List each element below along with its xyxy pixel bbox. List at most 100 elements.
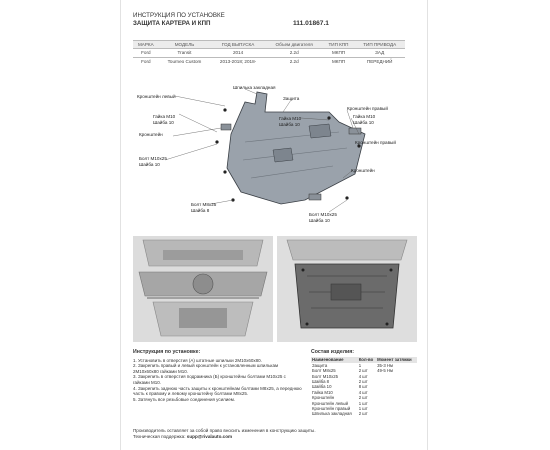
spec-table-row: Ford Tourneo Custom 2013-2018; 2018- 2.2… xyxy=(133,56,405,65)
label-washer-right: Шайба 10 xyxy=(353,119,374,125)
kit-cell: Шайба 10 xyxy=(312,384,332,390)
fastener-point xyxy=(357,144,361,148)
spec-col-year: ГОД ВЫПУСКА xyxy=(210,39,266,49)
spec-cell: ПЕРЕДНИЙ xyxy=(354,56,405,65)
label-stud: Шпилька закладная xyxy=(233,85,276,90)
kit-row: Болт М8х25 2 шт 49-5 Нм xyxy=(311,368,417,373)
kit-cell: 4 шт xyxy=(358,373,368,379)
kit-cell: Болт М8х25 xyxy=(312,368,336,374)
label-nut-left: Гайка М10 xyxy=(153,113,176,119)
footer-support: Техническая поддержка: supp@rivalauto.co… xyxy=(133,434,417,440)
kit-cell: 2 шт xyxy=(358,411,368,417)
spec-col-engine: Объем двигателя xyxy=(265,39,323,49)
spec-col-model: МОДЕЛЬ xyxy=(158,39,211,49)
spec-table-header-row: МАРКА МОДЕЛЬ ГОД ВЫПУСКА Объем двигателя… xyxy=(133,39,405,49)
kit-col-torque: Момент затяжки xyxy=(376,357,417,363)
label-bracket-rear: Кронштейн xyxy=(351,167,375,173)
label-washer-left: Шайба 10 xyxy=(153,119,174,125)
label-bolt-bottom-washer: Шайба 8 xyxy=(191,207,210,213)
bracket-left-drawing xyxy=(220,123,232,131)
kit-title: Состав изделия: xyxy=(311,349,354,355)
bracket-rear-drawing xyxy=(308,193,322,201)
label-washer-mid: Шайба 10 xyxy=(279,121,300,127)
label-bracket: Кронштейн xyxy=(139,131,163,137)
label-bolt-bottom: Болт М8х25 xyxy=(191,202,217,207)
photo-underbody-installed xyxy=(277,236,417,342)
vehicle-spec-table: МАРКА МОДЕЛЬ ГОД ВЫПУСКА Объем двигателя… xyxy=(133,39,405,65)
kit-row: Шайба 10 8 шт xyxy=(311,384,417,389)
kit-cell: 49-5 Нм xyxy=(377,368,393,374)
label-nut-right: Гайка М10 xyxy=(353,113,376,119)
label-shield: Защита xyxy=(283,96,300,101)
label-bolt-left: Болт М10х25 xyxy=(139,156,167,161)
product-code: 111.01867.1 xyxy=(293,20,329,27)
kit-col-name: Наименование xyxy=(311,357,358,363)
installation-instructions: Инструкция по установке: 1. Установить в… xyxy=(133,349,303,402)
fastener-point xyxy=(223,108,227,112)
photo-underbody-before xyxy=(133,236,273,342)
instruction-step: 3. Закрепить в отверстия подрамника (Б) … xyxy=(133,374,286,385)
kit-row: Болт М10х25 4 шт xyxy=(311,374,417,379)
kit-cell: 35-3 Нм xyxy=(377,362,393,368)
kit-row: Шпилька закладная 2 шт xyxy=(311,411,417,416)
fastener-point xyxy=(223,170,227,174)
kit-row: Кронштейн правый 1 шт xyxy=(311,406,417,411)
kit-table-header-row: Наименование Кол-во Момент затяжки xyxy=(311,357,417,363)
spec-cell: Ford xyxy=(133,56,159,65)
spec-col-gearbox: ТИП КПП xyxy=(322,39,355,49)
spec-cell: Ford xyxy=(133,48,159,58)
kit-cell: Кронштейн xyxy=(312,395,335,401)
label-bolt-right-washer: Шайба 10 xyxy=(309,217,330,223)
instruction-step: 4. Закрепить заднюю часть защиты к кронш… xyxy=(133,385,302,397)
kit-cell: Кронштейн левый xyxy=(312,400,349,406)
spec-cell: МКПП xyxy=(322,48,355,58)
kit-cell: 8 шт xyxy=(358,384,368,390)
kit-row: Кронштейн 2 шт xyxy=(311,395,417,400)
label-bracket-left: Кронштейн левый xyxy=(137,93,176,99)
fastener-point xyxy=(327,116,331,120)
kit-cell: Болт М10х25 xyxy=(312,373,339,379)
skid-plate-drawing xyxy=(226,91,366,205)
spec-cell: 2014 xyxy=(210,48,266,58)
spec-cell: 2.2d xyxy=(265,56,323,65)
label-nut-mid: Гайка М10 xyxy=(279,115,302,121)
instruction-step: 1. Установить в отверстия (А) штатные шп… xyxy=(133,357,262,363)
kit-cell: 1 xyxy=(358,362,362,368)
instructions-title: Инструкция по установке: xyxy=(133,349,201,355)
spec-col-make: МАРКА xyxy=(133,39,159,49)
label-bolt-left-washer: Шайба 10 xyxy=(139,161,160,167)
bracket-right-drawing xyxy=(348,127,362,135)
instruction-step: 2. Закрепить правый и левый кронштейн к … xyxy=(133,363,279,374)
kit-cell: 1 шт xyxy=(358,406,368,412)
support-label: Техническая поддержка: xyxy=(133,434,187,439)
fastener-point xyxy=(345,196,349,200)
kit-cell: 2 шт xyxy=(358,379,368,385)
fastener-point xyxy=(215,140,219,144)
support-email-link[interactable]: supp@rivalauto.com xyxy=(186,434,233,439)
instruction-step: 5. Затянуть все резьбовые соединения уси… xyxy=(133,396,236,402)
kit-cell xyxy=(376,411,417,416)
label-bracket-right-2: Кронштейн правый xyxy=(355,139,396,145)
kit-cell: 4 шт xyxy=(358,389,368,395)
spec-cell: ЗАД xyxy=(354,48,405,58)
instruction-sheet: ИНСТРУКЦИЯ ПО УСТАНОВКЕ ЗАЩИТА КАРТЕРА И… xyxy=(120,0,428,450)
kit-cell: Защита xyxy=(312,362,328,368)
kit-table: Наименование Кол-во Момент затяжки Защит… xyxy=(311,357,417,416)
label-bracket-right: Кронштейн правый xyxy=(347,105,388,111)
header-title-line2: ЗАЩИТА КАРТЕРА И КПП xyxy=(133,20,211,27)
kit-row: Гайка М10 4 шт xyxy=(311,390,417,395)
kit-cell: Шпилька закладная xyxy=(312,411,352,417)
spec-table-row: Ford Transit 2014 2.2d МКПП ЗАД xyxy=(133,48,405,58)
spec-cell: 2.2d xyxy=(265,48,323,58)
kit-cell: 2 шт xyxy=(358,395,368,401)
kit-cell: Кронштейн правый xyxy=(312,406,351,412)
leader-lines xyxy=(164,88,360,213)
spec-cell: Transit xyxy=(158,48,211,58)
kit-cell: Гайка М10 xyxy=(312,389,333,395)
kit-cell: 2 шт xyxy=(358,368,368,374)
footer-disclaimer: Производитель оставляет за собой право в… xyxy=(133,428,316,433)
spec-col-drive: ТИП ПРИВОДА xyxy=(354,39,405,49)
spec-cell: 2013-2018; 2018- xyxy=(210,56,266,65)
